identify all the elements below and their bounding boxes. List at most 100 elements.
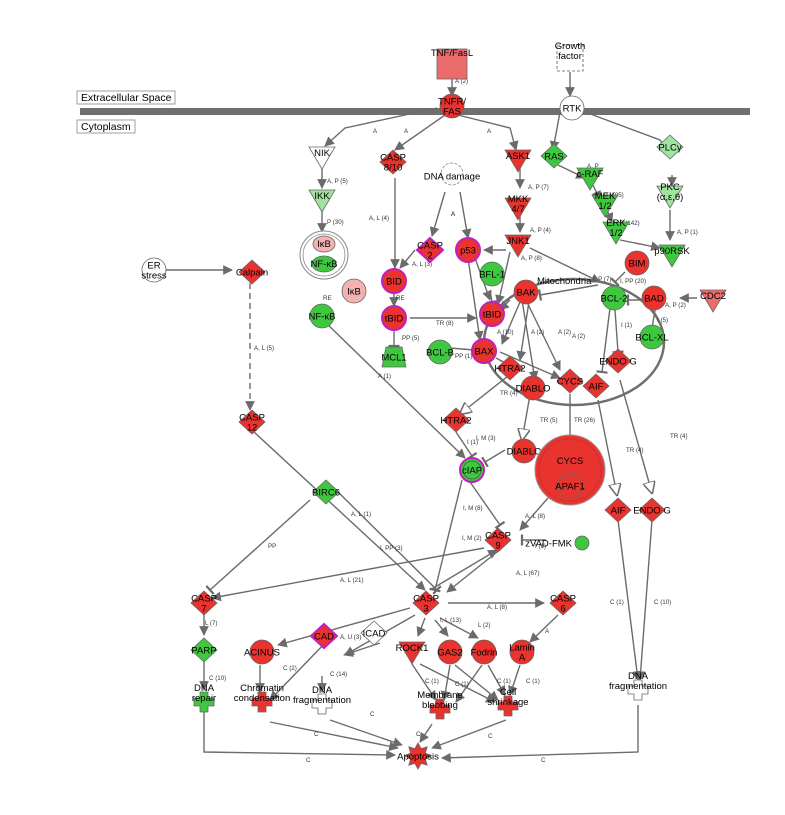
- node-aif_in[interactable]: AIF: [582, 373, 610, 399]
- node-bcl2[interactable]: BCL-2: [601, 285, 628, 311]
- node-label-icad: ICAD: [363, 629, 386, 640]
- node-label-plcg: PLCγ: [658, 143, 681, 154]
- node-ciap[interactable]: cIAP: [459, 457, 485, 483]
- node-zvad[interactable]: zVAD-FMK: [525, 535, 590, 551]
- node-p53[interactable]: p53: [455, 237, 481, 263]
- node-nik[interactable]: NIK: [308, 146, 336, 170]
- node-diablo_out[interactable]: DIABLO: [507, 438, 542, 464]
- node-rtk[interactable]: RTK: [559, 95, 585, 121]
- node-bclxl[interactable]: BCL-XL: [635, 324, 669, 350]
- node-acinus[interactable]: ACINUS: [244, 639, 280, 665]
- node-tnf[interactable]: TNF/FasL: [431, 48, 473, 80]
- node-tnfr[interactable]: TNFR/FAS: [438, 93, 466, 119]
- edge-label: TR (26): [574, 417, 595, 424]
- node-bax[interactable]: BAX: [471, 338, 497, 364]
- node-fodrin[interactable]: Fodrin: [471, 639, 498, 665]
- node-bid[interactable]: BID: [381, 268, 407, 294]
- node-tbid2[interactable]: tBID: [479, 301, 505, 327]
- node-label-ikb-nfkb-sub: NF-κB: [311, 259, 338, 270]
- edge-label: C (14): [330, 671, 347, 678]
- node-plcg[interactable]: PLCγ: [656, 134, 684, 160]
- node-pkc[interactable]: PKC(α,ε,θ): [656, 182, 684, 209]
- node-label-birc6: BIRC6: [312, 488, 340, 499]
- node-calpain[interactable]: Calpain: [236, 259, 268, 285]
- node-apaf1[interactable]: APAF1: [555, 473, 585, 499]
- node-rock1[interactable]: ROCK1: [396, 641, 429, 665]
- node-gas2[interactable]: GAS2: [437, 639, 463, 665]
- node-jnk1[interactable]: JNK1: [504, 234, 532, 258]
- node-ikb[interactable]: IκB: [341, 278, 367, 304]
- node-label-diablo_out: DIABLO: [507, 447, 542, 458]
- node-bad[interactable]: BAD: [641, 285, 667, 311]
- node-ras[interactable]: RAS: [540, 143, 568, 169]
- node-apoptosis[interactable]: Apoptosis: [397, 742, 439, 770]
- node-htra2_in[interactable]: HTRA2: [494, 355, 526, 381]
- node-diablo_in[interactable]: DIABLO: [516, 375, 551, 401]
- node-tbid1[interactable]: tBID: [381, 305, 407, 331]
- node-bim[interactable]: BIM: [624, 250, 650, 276]
- node-cdc2[interactable]: CDC2: [699, 289, 727, 313]
- node-endog1[interactable]: ENDO G: [599, 348, 637, 374]
- node-mcl1[interactable]: MCL1: [381, 346, 407, 368]
- node-label-ask1: ASK1: [506, 151, 530, 162]
- node-bclb[interactable]: BCL-B: [426, 339, 454, 365]
- node-label-ikk: IKK: [314, 191, 330, 202]
- node-cycs_in[interactable]: CYCS: [556, 368, 584, 394]
- edge-label: A (2): [558, 329, 571, 336]
- node-label-bclb: BCL-B: [426, 348, 454, 359]
- edge-label: C (1): [610, 599, 624, 606]
- node-birc6[interactable]: BIRC6: [312, 479, 340, 505]
- edge-label: A, L (4): [369, 215, 389, 222]
- node-label-aif_out: AIF: [611, 506, 626, 517]
- extracellular-region-label: Extracellular Space: [81, 92, 172, 104]
- node-cad[interactable]: CAD: [309, 622, 339, 650]
- edge-label: PP (1): [455, 353, 472, 360]
- node-endog2[interactable]: ENDO G: [633, 497, 671, 523]
- mitochondria-label: Mitochondria: [537, 276, 592, 287]
- node-htra2_out[interactable]: HTRA2: [440, 407, 472, 433]
- edge-label: TR (5): [540, 417, 558, 424]
- node-label-bid: BID: [386, 277, 402, 288]
- node-nfkb2[interactable]: NF-κB: [309, 303, 336, 329]
- node-label-bim: BIM: [629, 259, 646, 270]
- edge-label: I, M (3): [476, 435, 496, 442]
- edge-label: I (1): [535, 543, 546, 550]
- node-craf[interactable]: c-RAF: [576, 167, 604, 191]
- edge-label: C: [370, 711, 375, 718]
- node-ask1[interactable]: ASK1: [504, 149, 532, 173]
- edge-label: A, L (8): [487, 604, 507, 611]
- node-ikk[interactable]: IKK: [308, 189, 336, 213]
- node-label-tnfr: TNFR/FAS: [438, 97, 466, 118]
- node-bak[interactable]: BAK: [513, 279, 539, 305]
- node-icad[interactable]: ICAD: [360, 620, 388, 646]
- node-p90rsk[interactable]: p90RSK: [654, 244, 690, 268]
- node-dna_damage[interactable]: DNA damage: [424, 162, 481, 186]
- node-aif_out[interactable]: AIF: [604, 497, 632, 523]
- node-label-htra2_in: HTRA2: [494, 364, 525, 375]
- node-parp[interactable]: PARP: [190, 637, 218, 663]
- node-label-nik: NIK: [314, 148, 331, 159]
- node-bfl1[interactable]: BFL-1: [479, 261, 505, 287]
